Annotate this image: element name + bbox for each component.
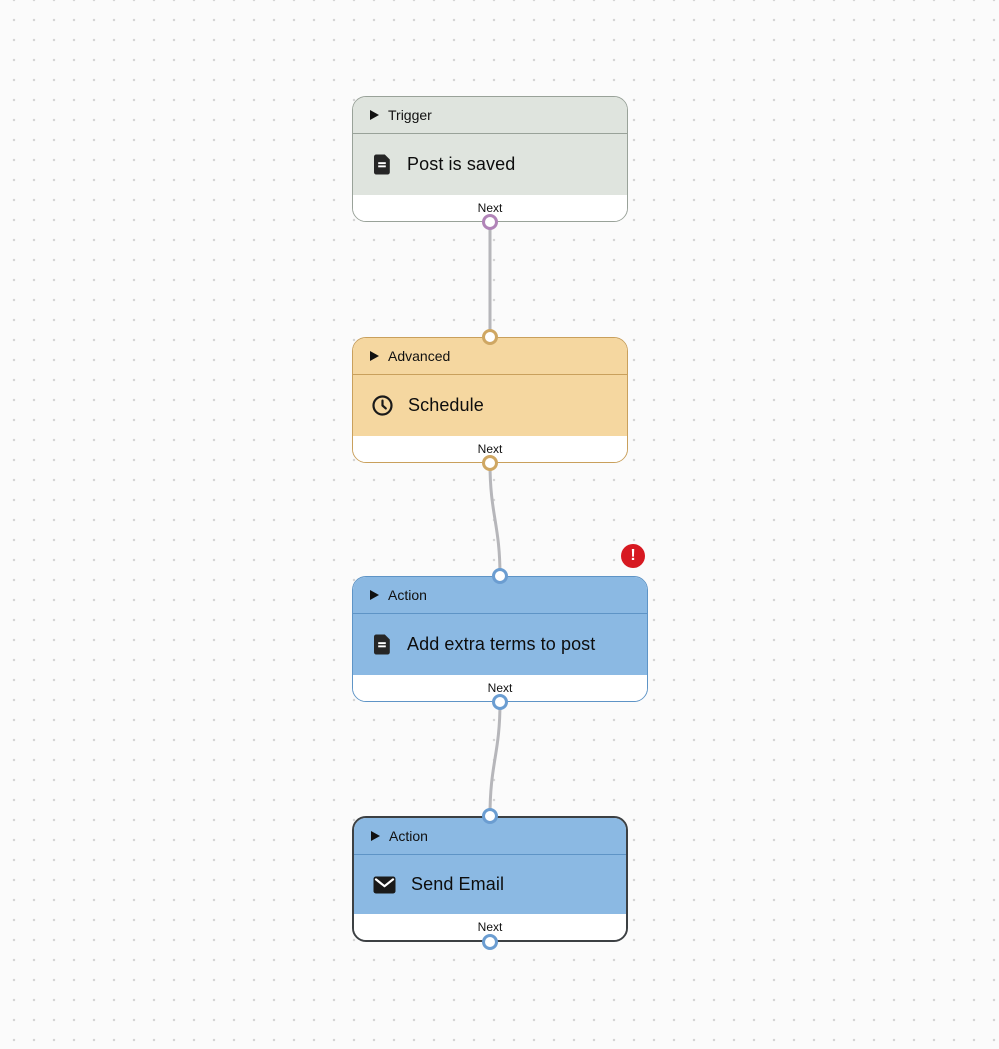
collapse-triangle-icon [370, 110, 379, 120]
error-badge[interactable]: ! [621, 544, 645, 568]
output-port-trigger-next[interactable] [482, 214, 498, 230]
input-port-add-extra-terms[interactable] [492, 568, 508, 584]
node-body[interactable]: Add extra terms to post [353, 614, 647, 675]
node-header[interactable]: Trigger [353, 97, 627, 134]
output-port-schedule-next[interactable] [482, 455, 498, 471]
node-title: Schedule [408, 395, 484, 415]
document-icon [372, 154, 392, 175]
node-category-label: Action [388, 587, 427, 603]
node-advanced-schedule[interactable]: Advanced Schedule Next [352, 337, 628, 463]
edge-schedule-to-add-terms[interactable] [488, 461, 502, 578]
node-title: Send Email [411, 874, 505, 894]
collapse-triangle-icon [371, 831, 380, 841]
node-body[interactable]: Schedule [353, 375, 627, 436]
input-port-schedule[interactable] [482, 329, 498, 345]
input-port-send-email[interactable] [482, 808, 498, 824]
node-action-add-extra-terms[interactable]: Action Add extra terms to post Next [352, 576, 648, 702]
envelope-icon [373, 876, 396, 894]
next-port-label: Next [477, 201, 503, 215]
next-port-label: Next [477, 442, 503, 456]
output-port-send-email-next[interactable] [482, 934, 498, 950]
collapse-triangle-icon [370, 590, 379, 600]
clock-icon [372, 395, 393, 416]
node-category-label: Action [389, 828, 428, 844]
next-port-label: Next [487, 681, 513, 695]
node-body[interactable]: Post is saved [353, 134, 627, 195]
node-header[interactable]: Action [354, 818, 626, 855]
node-title: Post is saved [407, 154, 516, 174]
node-body[interactable]: Send Email [354, 855, 626, 914]
document-icon [372, 634, 392, 655]
output-port-add-extra-terms-next[interactable] [492, 694, 508, 710]
collapse-triangle-icon [370, 351, 379, 361]
node-trigger-post-is-saved[interactable]: Trigger Post is saved Next [352, 96, 628, 222]
node-action-send-email[interactable]: Action Send Email Next [352, 816, 628, 942]
node-title: Add extra terms to post [407, 634, 596, 654]
node-category-label: Advanced [388, 348, 451, 364]
edge-add-terms-to-send-email[interactable] [488, 700, 502, 818]
next-port-label: Next [477, 920, 503, 934]
node-category-label: Trigger [388, 107, 432, 123]
